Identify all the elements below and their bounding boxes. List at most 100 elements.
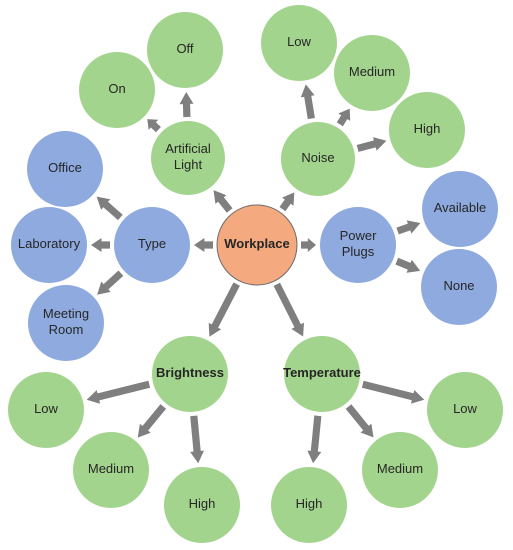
node-label-temperature-high: High	[296, 496, 323, 511]
node-label-line: Low	[287, 34, 311, 49]
node-label-line: High	[296, 496, 323, 511]
node-label-line: Medium	[377, 461, 423, 476]
node-label-noise-low: Low	[287, 34, 311, 49]
node-type: Type	[114, 207, 190, 283]
node-circle-plugs-none	[421, 249, 497, 325]
node-circle-power-plugs	[320, 207, 396, 283]
node-label-noise-medium: Medium	[349, 64, 395, 79]
node-circle-artificial-light	[151, 121, 225, 195]
node-circle-temperature-low	[427, 372, 503, 448]
node-label-line: Artificial	[165, 141, 211, 156]
node-label-line: Low	[34, 401, 58, 416]
node-label-brightness: Brightness	[156, 365, 224, 380]
arrow-power-plugs-to-plugs-none	[395, 257, 421, 273]
arrow-artificial-light-to-light-off	[179, 92, 194, 118]
node-label-temperature-medium: Medium	[377, 461, 423, 476]
node-label-line: Laboratory	[18, 236, 81, 251]
node-type-laboratory: Laboratory	[11, 207, 87, 283]
arrow-power-plugs-to-plugs-available	[396, 220, 421, 235]
node-label-line: Workplace	[224, 236, 290, 251]
node-circle-type	[114, 207, 190, 283]
node-label-line: Noise	[301, 150, 334, 165]
node-label-type-laboratory: Laboratory	[18, 236, 81, 251]
node-circle-light-on	[79, 52, 155, 128]
arrow-temperature-to-temperature-low	[361, 380, 425, 404]
node-label-line: Room	[49, 322, 84, 337]
node-light-off: Off	[147, 12, 223, 88]
node-brightness-low: Low	[8, 372, 84, 448]
node-circle-noise	[281, 122, 355, 196]
node-label-line: Brightness	[156, 365, 224, 380]
node-noise-high: High	[389, 92, 465, 168]
node-label-line: Light	[174, 157, 203, 172]
arrow-brightness-to-brightness-medium	[137, 404, 167, 438]
node-circle-noise-medium	[334, 35, 410, 111]
node-label-plugs-available: Available	[434, 200, 487, 215]
node-circle-brightness-medium	[73, 432, 149, 508]
arrow-workplace-to-power-plugs	[301, 238, 316, 252]
node-label-line: Meeting	[43, 306, 89, 321]
arrow-artificial-light-to-light-on	[147, 119, 161, 133]
node-label-type: Type	[138, 236, 166, 251]
node-circle-type-office	[27, 131, 103, 207]
node-label-line: Available	[434, 200, 487, 215]
arrow-workplace-to-type	[194, 238, 213, 252]
node-temperature: Temperature	[283, 336, 361, 412]
node-circle-brightness-high	[164, 467, 240, 543]
arrow-temperature-to-temperature-medium	[345, 404, 374, 438]
node-circle-type-laboratory	[11, 207, 87, 283]
node-noise-low: Low	[261, 5, 337, 81]
node-circle-light-off	[147, 12, 223, 88]
node-brightness-high: High	[164, 467, 240, 543]
node-label-brightness-low: Low	[34, 401, 58, 416]
arrow-workplace-to-noise	[279, 192, 295, 212]
node-circle-temperature-medium	[362, 432, 438, 508]
node-plugs-available: Available	[422, 171, 498, 247]
node-circle-brightness-low	[8, 372, 84, 448]
node-label-line: Low	[453, 401, 477, 416]
arrow-workplace-to-temperature	[273, 282, 304, 337]
node-label-plugs-none: None	[443, 278, 474, 293]
arrow-brightness-to-brightness-high	[190, 415, 204, 464]
connector-arrows	[86, 84, 425, 464]
node-label-line: Off	[176, 41, 193, 56]
node-label-line: High	[414, 121, 441, 136]
node-brightness-medium: Medium	[73, 432, 149, 508]
node-circle-noise-low	[261, 5, 337, 81]
node-label-brightness-high: High	[189, 496, 216, 511]
node-label-line: High	[189, 496, 216, 511]
node-temperature-high: High	[271, 467, 347, 543]
arrow-noise-to-noise-medium	[336, 108, 351, 127]
node-label-type-office: Office	[48, 160, 82, 175]
arrow-type-to-type-office	[96, 196, 123, 221]
node-label-temperature-low: Low	[453, 401, 477, 416]
node-workplace: Workplace	[216, 204, 298, 286]
node-label-line: On	[108, 81, 125, 96]
node-label-line: Medium	[88, 461, 134, 476]
arrow-noise-to-noise-low	[300, 84, 315, 120]
node-circle-noise-high	[389, 92, 465, 168]
arrow-temperature-to-temperature-high	[307, 415, 322, 464]
node-brightness: Brightness	[152, 336, 228, 412]
node-circle-temperature	[284, 336, 360, 412]
node-temperature-low: Low	[427, 372, 503, 448]
arrow-type-to-type-meeting-room	[97, 270, 124, 295]
arrow-type-to-type-laboratory	[91, 238, 110, 252]
node-circle-brightness	[152, 336, 228, 412]
node-label-line: Type	[138, 236, 166, 251]
node-circle-type-meeting-room	[28, 285, 104, 361]
node-temperature-medium: Medium	[362, 432, 438, 508]
node-label-line: Plugs	[342, 244, 375, 259]
node-label-line: Power	[340, 228, 378, 243]
node-circle-plugs-available	[422, 171, 498, 247]
node-label-light-off: Off	[176, 41, 193, 56]
node-circle-workplace	[216, 204, 298, 286]
node-label-brightness-medium: Medium	[88, 461, 134, 476]
node-label-line: Temperature	[283, 365, 361, 380]
